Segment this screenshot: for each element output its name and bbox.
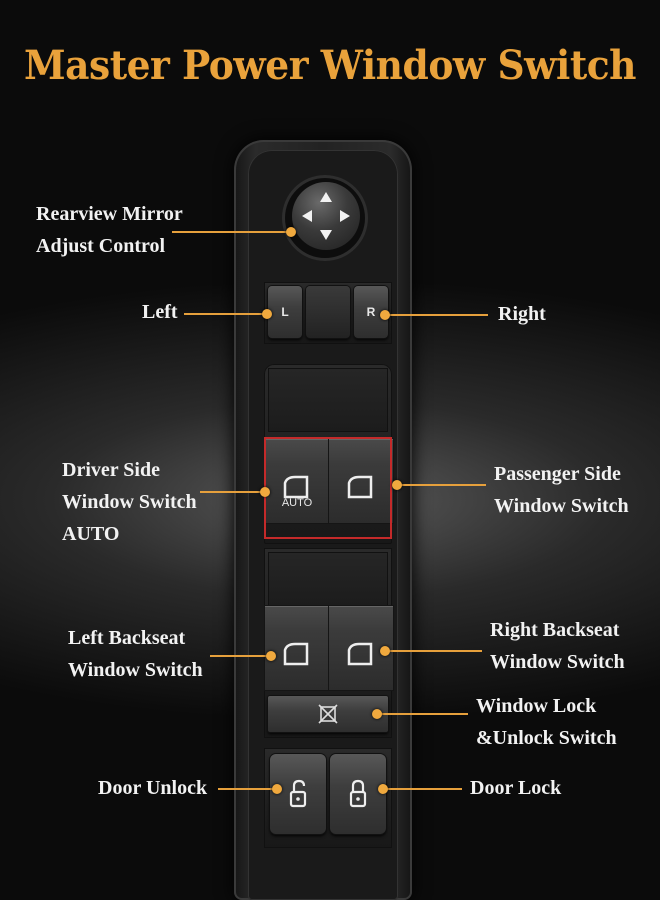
arrow-up-icon [320,192,332,202]
label-passenger-line2: Window Switch [494,495,629,517]
arrow-left-icon [302,210,312,222]
label-mirror-line1: Rearview Mirror [36,203,183,225]
label-left-backseat-line1: Left Backseat [68,627,186,649]
driver-window-switch[interactable]: AUTO [265,439,329,523]
leader-line [184,313,268,315]
label-lock-line2: &Unlock Switch [476,727,617,749]
auto-label: AUTO [281,497,313,509]
leader-line [386,314,488,316]
marker-dot [372,709,382,719]
mirror-left-button[interactable]: L [268,286,302,338]
unlock-icon [289,779,307,808]
label-door-unlock: Door Unlock [98,777,208,799]
marker-dot [392,480,402,490]
door-unlock-button[interactable] [270,754,326,834]
label-mirror-line2: Adjust Control [36,235,166,257]
mirror-left-letter: L [281,305,289,319]
label-driver-line2: Window Switch [62,491,197,513]
window-lock-switch[interactable] [268,696,388,732]
leader-line [386,650,482,652]
leader-line [398,484,486,486]
mirror-adjust-knob[interactable] [292,182,360,250]
leader-line [218,788,278,790]
marker-dot [262,309,272,319]
label-right-backseat-line2: Window Switch [490,651,625,673]
marker-dot [260,487,270,497]
leader-line [380,713,468,715]
label-passenger-line1: Passenger Side [494,463,621,485]
front-switch-upper-cover [268,368,388,432]
highlight-box [264,437,392,539]
label-driver-line3: AUTO [62,523,120,545]
door-lock-button[interactable] [330,754,386,834]
rear-switch-upper-cover [268,552,388,606]
leader-line [384,788,462,790]
arrow-right-icon [340,210,350,222]
mirror-center-slot [306,286,350,338]
window-icon [347,642,373,666]
page-title: Master Power Window Switch [23,42,637,89]
label-door-lock: Door Lock [470,777,562,799]
window-icon [283,642,309,666]
mirror-right-letter: R [366,305,376,319]
label-lock-line1: Window Lock [476,695,597,717]
window-icon [283,475,309,499]
marker-dot [378,784,388,794]
mirror-arrows [302,192,350,240]
label-driver-line1: Driver Side [62,459,160,481]
marker-dot [286,227,296,237]
marker-dot [272,784,282,794]
leader-line [210,655,272,657]
window-lock-icon [318,704,338,724]
label-right-backseat-line1: Right Backseat [490,619,620,641]
marker-dot [266,651,276,661]
label-left: Left [142,301,178,323]
marker-dot [380,310,390,320]
marker-dot [380,646,390,656]
lock-icon [349,779,367,808]
left-backseat-window-switch[interactable] [265,606,329,690]
window-icon [347,475,373,499]
leader-line [172,231,290,233]
arrow-down-icon [320,230,332,240]
leader-line [200,491,266,493]
label-right: Right [498,303,546,325]
passenger-window-switch[interactable] [329,439,393,523]
label-left-backseat-line2: Window Switch [68,659,203,681]
